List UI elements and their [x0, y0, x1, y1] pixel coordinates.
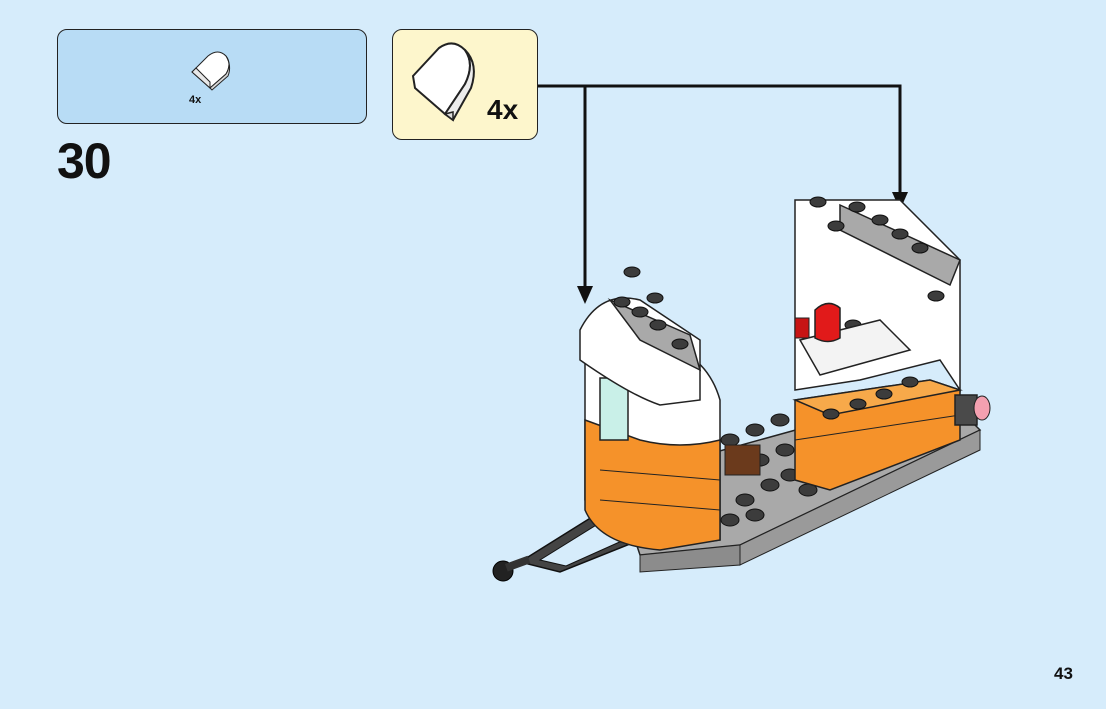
left-cabin — [579, 266, 721, 551]
page-number: 43 — [1054, 664, 1073, 683]
right-counter-cabin — [792, 196, 991, 491]
parts-list-box: 4x — [57, 29, 367, 124]
white-curved-slope-brick-icon — [188, 48, 240, 97]
step-number: 30 — [57, 133, 112, 189]
parts-quantity: 4x — [189, 94, 202, 106]
callout-quantity: 4x — [487, 94, 519, 125]
white-curved-slope-brick-icon — [409, 40, 485, 127]
callout-box: 4x — [392, 29, 538, 140]
brown-brick — [724, 444, 761, 476]
base-studs — [720, 413, 818, 527]
